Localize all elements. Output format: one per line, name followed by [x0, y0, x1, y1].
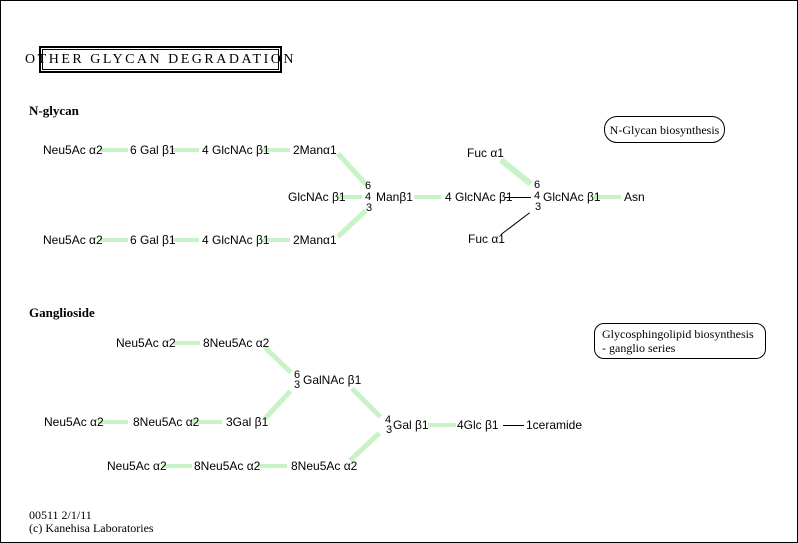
bond-diagonal: [499, 157, 533, 187]
linkage-position: 3: [386, 424, 393, 436]
bond-line: [262, 148, 290, 152]
linkage-position: 6: [294, 369, 301, 381]
linkage-position: 3: [366, 202, 373, 214]
title-box: OTHER GLYCAN DEGRADATION: [25, 46, 293, 73]
compound-label: Neu5Ac α2: [116, 336, 176, 350]
compound-label: 8Neu5Ac α2: [291, 459, 358, 473]
bond-line: [257, 464, 287, 468]
compound-label: 8Neu5Ac α2: [133, 415, 200, 429]
compound-label: 4 GlcNAc β1: [202, 143, 270, 157]
compound-label: 4 GlcNAc β1: [445, 190, 513, 204]
compound-label: GlcNAc β1: [288, 190, 346, 204]
linkage-position: 6: [534, 179, 541, 191]
compound-label: 3Gal β1: [226, 415, 269, 429]
compound-label: Asn: [624, 190, 645, 204]
compound-label: Neu5Ac α2: [107, 459, 167, 473]
bond-line: [100, 148, 128, 152]
compound-label: 4Glc β1: [457, 418, 499, 432]
compound-label: Neu5Ac α2: [43, 143, 103, 157]
bond-line: [414, 195, 441, 199]
map-id: 00511 2/1/11: [29, 508, 92, 522]
compound-label: 1ceramide: [526, 418, 583, 432]
bond-line: [338, 195, 362, 199]
compound-label: 2Manα1: [293, 143, 337, 157]
linkage-position: 6: [365, 180, 372, 192]
compound-label: 8Neu5Ac α2: [203, 336, 270, 350]
bond-line-black: [503, 425, 524, 426]
bond-line: [594, 195, 621, 199]
compound-label: Manβ1: [376, 190, 413, 204]
linkage-position: 3: [294, 379, 301, 391]
bond-diagonal: [348, 431, 381, 463]
compound-label: Neu5Ac α2: [43, 233, 103, 247]
compound-label: 8Neu5Ac α2: [194, 459, 261, 473]
page-title: OTHER GLYCAN DEGRADATION: [25, 49, 293, 70]
compound-label: Neu5Ac α2: [44, 415, 104, 429]
compound-label: Gal β1: [393, 418, 429, 432]
compound-label: 2Manα1: [293, 233, 337, 247]
linkage-position: 4: [385, 414, 392, 426]
bond-line: [162, 464, 192, 468]
linkage-position: 4: [534, 190, 541, 202]
pathway-link-glycosphingolipid-biosynthesis[interactable]: Glycosphingolipid biosynthesis - ganglio…: [594, 323, 766, 359]
compound-label: Fuc α1: [468, 232, 505, 246]
section-heading-nglycan: N-glycan: [29, 103, 79, 118]
bond-line-black: [505, 197, 531, 198]
compound-label: GlcNAc β1: [543, 190, 601, 204]
bond-line: [174, 341, 200, 345]
linkage-position: 4: [365, 191, 372, 203]
linkage-position: 3: [535, 201, 542, 213]
bond-diagonal: [336, 151, 369, 187]
bond-diagonal: [336, 208, 368, 239]
copyright: (c) Kanehisa Laboratories: [29, 521, 154, 535]
section-heading-ganglioside: Ganglioside: [29, 305, 95, 320]
compound-label: 6 Gal β1: [130, 143, 176, 157]
compound-label: 6 Gal β1: [130, 233, 176, 247]
bond-diagonal-black: [500, 212, 530, 235]
pathway-link-nglycan-biosynthesis[interactable]: N-Glycan biosynthesis: [604, 116, 725, 143]
bond-line: [98, 420, 128, 424]
bond-line: [428, 423, 456, 427]
pathway-link-line1: Glycosphingolipid biosynthesis: [602, 327, 754, 341]
bond-line: [262, 238, 290, 242]
bond-line: [171, 238, 199, 242]
bond-line: [171, 148, 199, 152]
bond-line: [100, 238, 128, 242]
compound-label: 4 GlcNAc β1: [202, 233, 270, 247]
compound-label: Fuc α1: [467, 146, 504, 160]
bond-diagonal: [350, 386, 383, 419]
pathway-link-line2: - ganglio series: [602, 341, 676, 355]
bond-line: [191, 420, 222, 424]
compound-label: GalNAc β1: [303, 373, 362, 387]
